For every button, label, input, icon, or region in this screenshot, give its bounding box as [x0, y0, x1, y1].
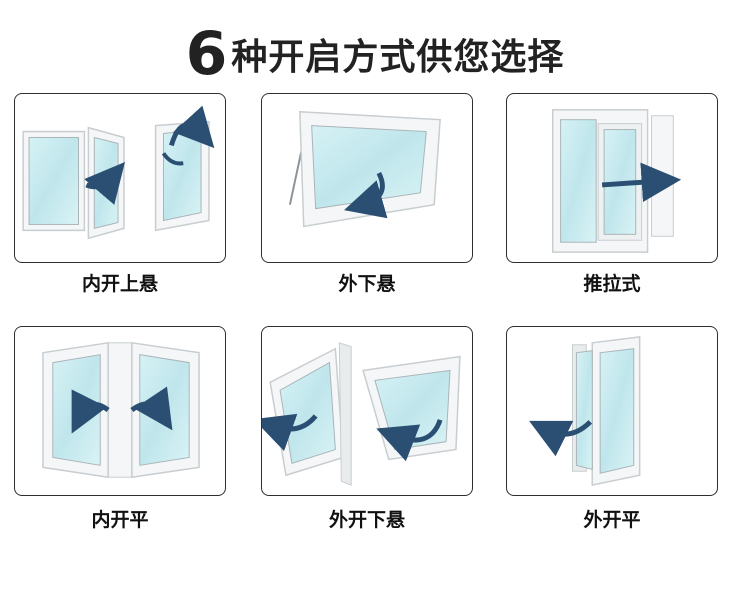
outward-awning-window-icon: [288, 111, 441, 228]
option-label-sliding: 推拉式: [583, 273, 641, 295]
option-card-outward-hopper[interactable]: [261, 326, 473, 496]
option-card-sliding[interactable]: [506, 93, 718, 263]
title-number: 6: [185, 19, 228, 89]
inward-tilt-window-icon: [22, 105, 215, 240]
sliding-window-icon: [551, 109, 682, 253]
option-card-outward-casement[interactable]: [506, 326, 718, 496]
page-title: 6 种开启方式供您选择: [0, 14, 750, 84]
option-card-inward-tilt[interactable]: [14, 93, 226, 263]
option-label-inward-casement: 内开平: [91, 509, 149, 531]
option-label-inward-tilt: 内开上悬: [81, 273, 158, 295]
title-text: 种开启方式供您选择: [231, 37, 565, 78]
outward-casement-window-icon: [529, 336, 641, 487]
outward-hopper-window-icon: [262, 342, 461, 486]
option-card-inward-casement[interactable]: [14, 326, 226, 496]
option-label-outward-hopper: 外开下悬: [328, 509, 405, 531]
option-card-outward-awning[interactable]: [261, 93, 473, 263]
option-label-outward-casement: 外开平: [583, 509, 641, 531]
option-label-outward-awning: 外下悬: [338, 273, 396, 295]
inward-casement-window-icon: [42, 341, 200, 479]
